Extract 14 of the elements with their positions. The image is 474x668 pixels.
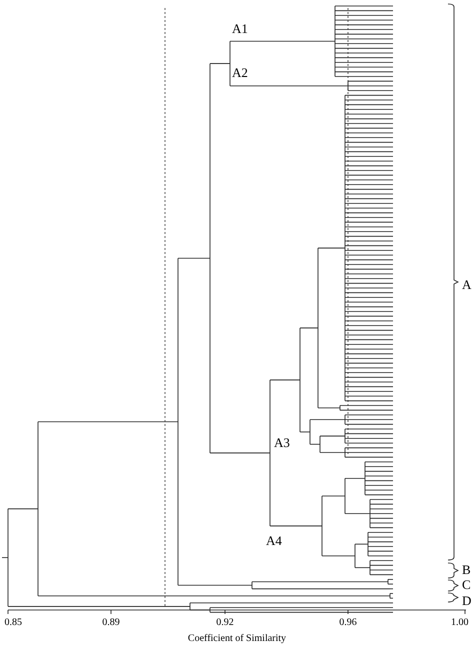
tick-label: 0.89 <box>102 618 120 628</box>
group-label: A2 <box>232 66 248 79</box>
group-label: A <box>462 278 472 291</box>
tick-label: 0.85 <box>4 618 22 628</box>
tick-label: 0.96 <box>339 618 357 628</box>
tick-label: 0.92 <box>216 618 234 628</box>
axis-title: Coefficient of Similarity <box>188 634 286 644</box>
group-label: D <box>462 594 472 607</box>
group-label: A1 <box>232 22 248 35</box>
group-label: A3 <box>274 436 290 449</box>
group-label: C <box>462 578 471 591</box>
tick-label: 1.00 <box>451 618 468 628</box>
group-label: B <box>462 563 471 576</box>
group-label: A4 <box>266 534 282 547</box>
